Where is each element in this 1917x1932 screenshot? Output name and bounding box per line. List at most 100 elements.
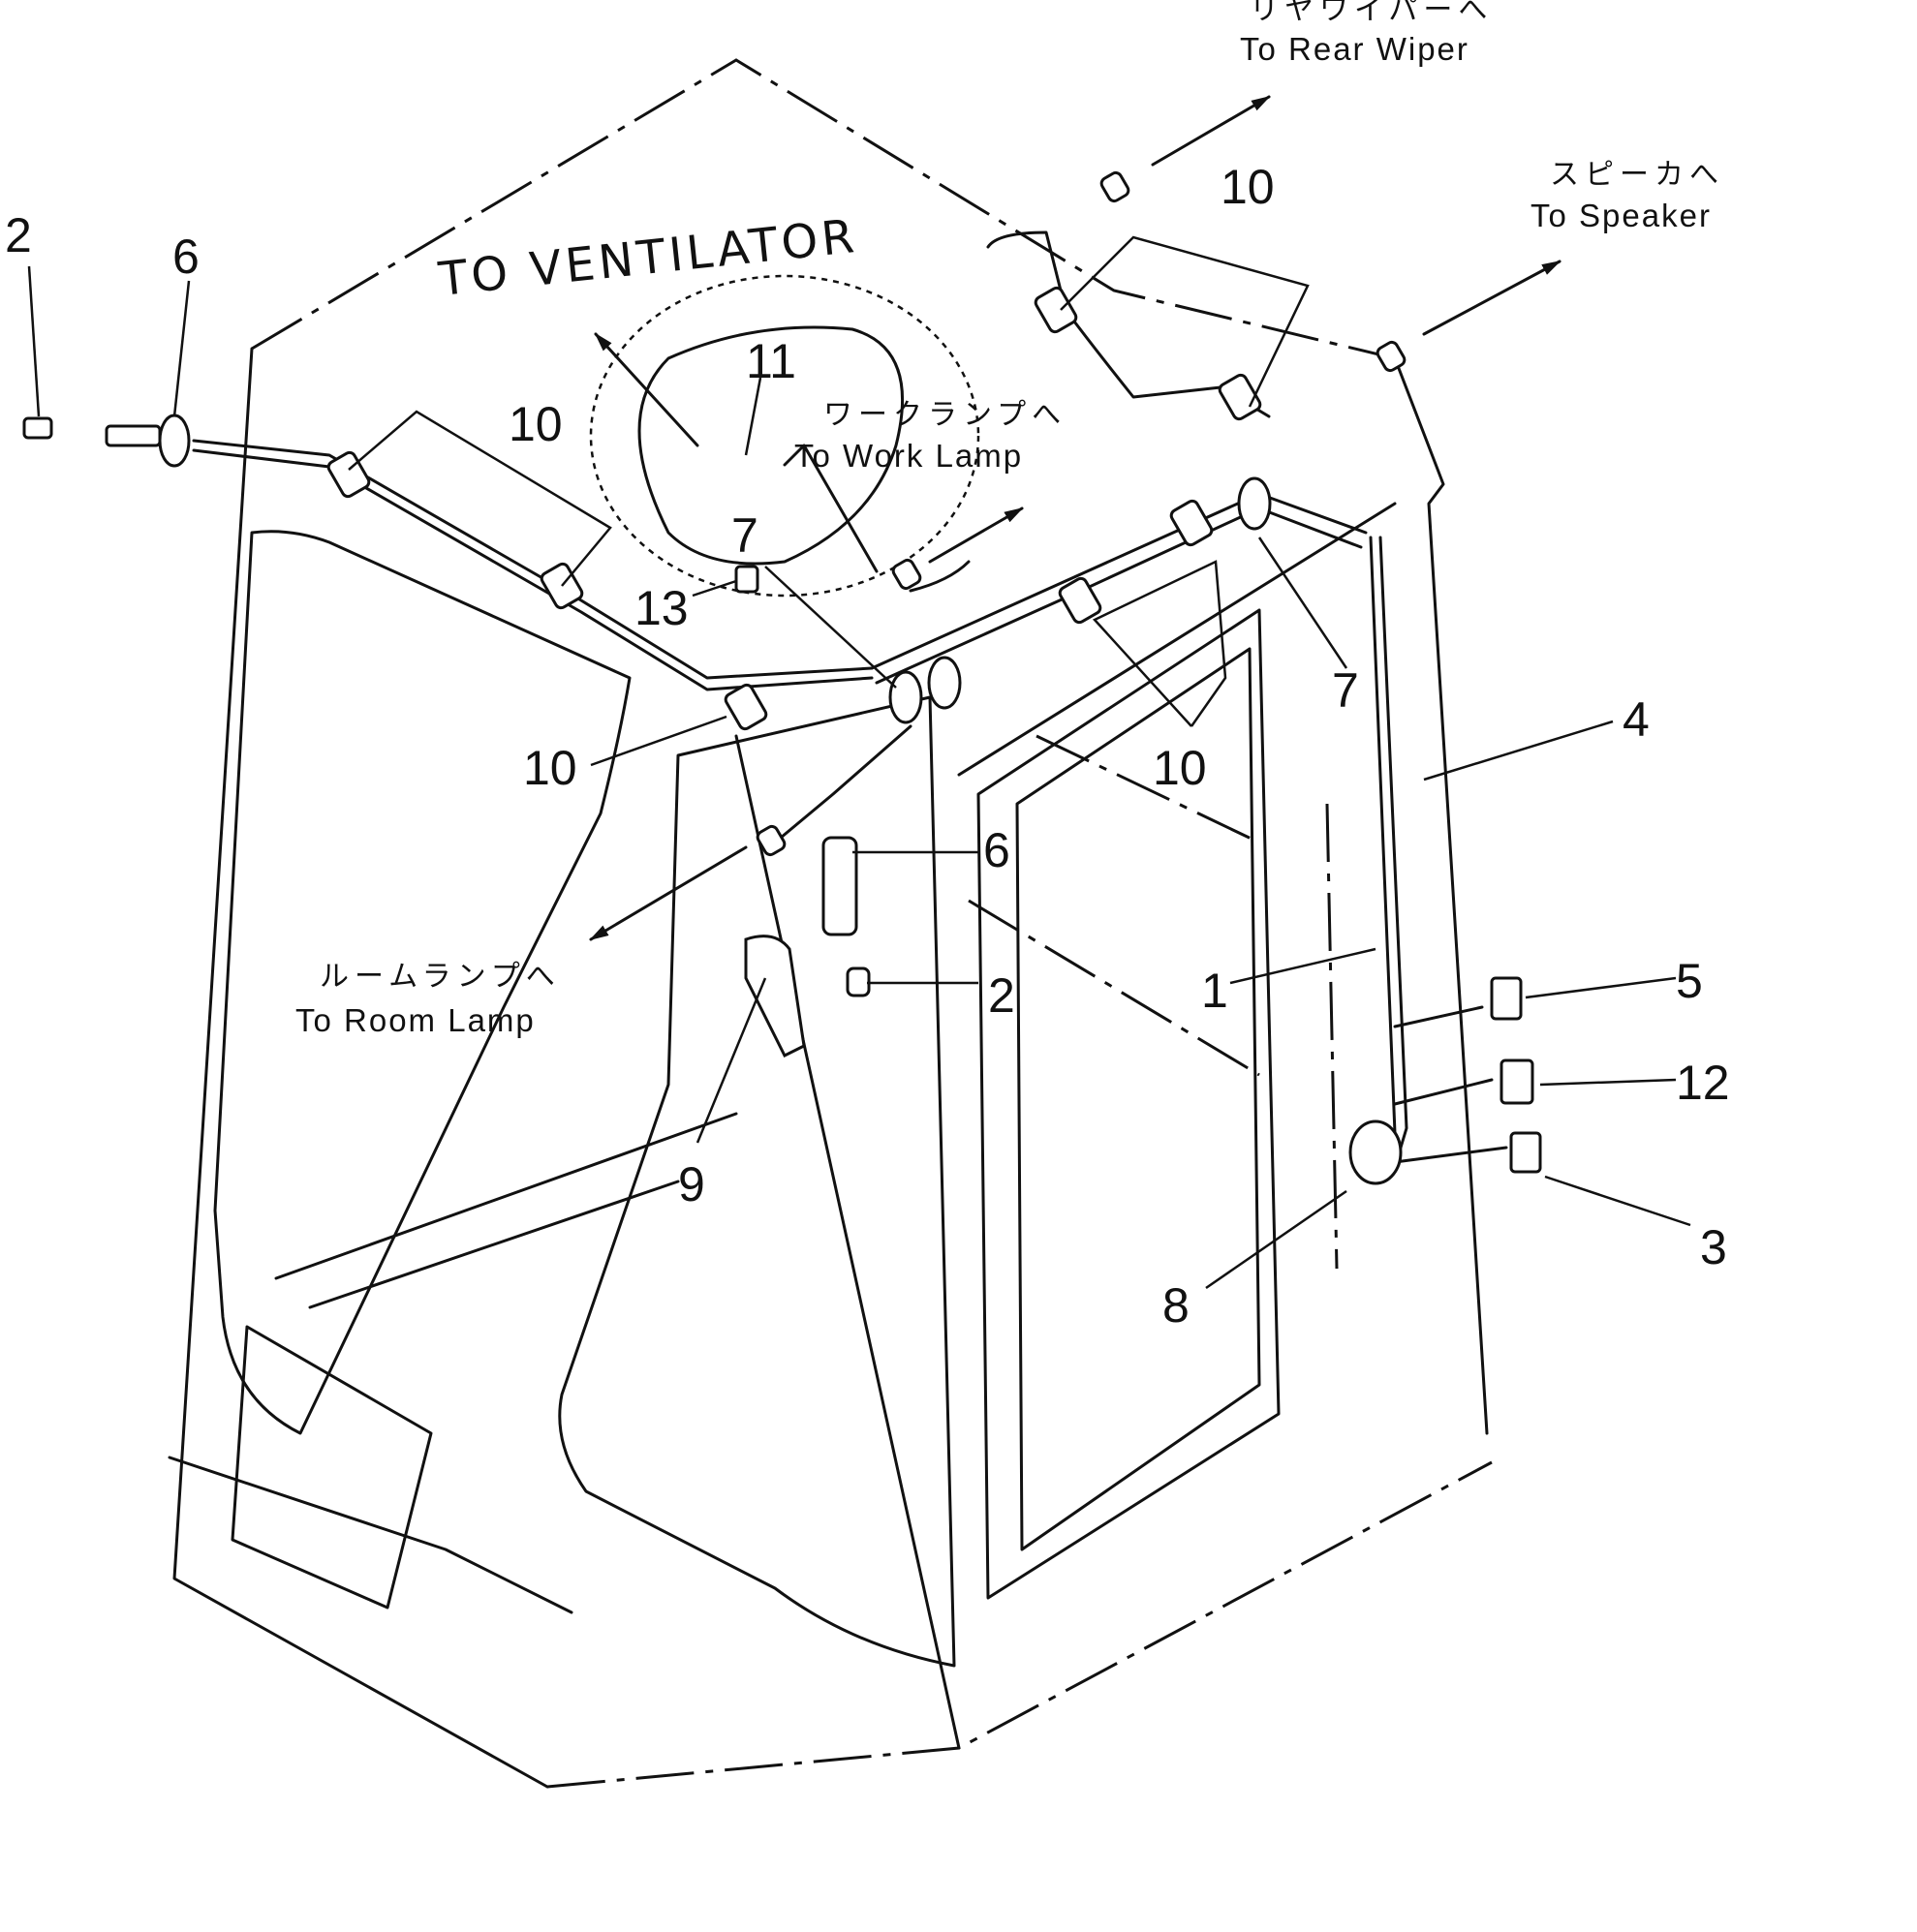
leader-2-left [27, 265, 41, 417]
part-11: 11 [746, 334, 796, 388]
part-3: 3 [1700, 1220, 1727, 1274]
leader-11 [744, 377, 762, 456]
ventilator-label: TO VENTILATOR [435, 209, 860, 307]
clip-center [1058, 576, 1102, 625]
arrow-speaker [1422, 260, 1561, 336]
part-1: 1 [1201, 964, 1228, 1018]
leader-10-center-right [1092, 560, 1227, 727]
harness-main-top [870, 492, 1368, 670]
connector-part-5 [1490, 976, 1523, 1021]
harness-work-lamp-branch [783, 444, 971, 593]
clips [158, 286, 1403, 1185]
cab-top-right-rail [957, 502, 1397, 777]
harness-right-down [1369, 536, 1397, 1164]
leader-12 [1539, 1078, 1677, 1087]
connector-speaker [1376, 340, 1407, 373]
clip-rear-right [1218, 373, 1262, 421]
part-4: 4 [1623, 692, 1650, 747]
cross-member [274, 1112, 738, 1309]
leader-9 [696, 977, 767, 1144]
leader-6-left [172, 280, 191, 417]
cab-right-edge [1393, 356, 1489, 1435]
connector-part-2-center [846, 966, 871, 997]
clip-center-right [1169, 499, 1214, 547]
leader-7-right [1257, 537, 1348, 669]
part-10-top-right: 10 [1221, 160, 1275, 214]
part-13-relay [734, 565, 759, 594]
part-2-left: 2 [5, 208, 32, 262]
connector-left-plug [105, 424, 162, 447]
leader-lines [27, 235, 1691, 1290]
part-number-callouts: 2 6 10 11 7 13 10 6 2 9 10 7 10 4 1 5 12… [5, 160, 1730, 1333]
connector-part-6-center [821, 836, 858, 936]
connector-left-end [22, 416, 53, 440]
ventilator-bolt-ring [589, 274, 980, 598]
part-13: 13 [634, 581, 689, 635]
part-7-right: 7 [1332, 663, 1359, 718]
part-6-left: 6 [172, 230, 200, 284]
rear-wiper-label-jp: リヤワイパーへ [1250, 0, 1493, 27]
part-10-left-top: 10 [509, 397, 563, 451]
destination-labels: リヤワイパーへ To Rear Wiper スピーカへ To Speaker ワ… [295, 0, 1724, 1038]
harness-left-branch-b [192, 448, 874, 691]
grommet-center [888, 670, 923, 724]
speaker-label-jp: スピーカへ [1550, 158, 1724, 192]
harness-room-lamp-branch [773, 724, 912, 844]
part-5: 5 [1676, 954, 1703, 1008]
cab-left-edge [172, 347, 549, 1789]
leader-4 [1423, 720, 1614, 782]
grommet-lower-right [1348, 1119, 1403, 1185]
destination-arrows [589, 95, 1561, 941]
leader-5 [1525, 976, 1677, 999]
connector-rear-wiper [1099, 170, 1130, 203]
leader-10-center-left [590, 715, 727, 767]
bracket-part-9 [744, 935, 806, 1058]
part-8: 8 [1162, 1278, 1190, 1333]
harness-left-branch [192, 439, 874, 680]
cab-bottom-edge [546, 1460, 1493, 1789]
room-lamp-label-jp: ルームランプへ [320, 960, 561, 994]
clip-center-left [724, 683, 768, 731]
work-lamp-label-en: To Work Lamp [794, 438, 1023, 474]
cab-floor-line [168, 1456, 573, 1614]
leader-3 [1544, 1175, 1691, 1227]
door-window-frame [558, 695, 956, 1668]
connector-work-lamp [891, 558, 922, 591]
part-10-center-left: 10 [523, 741, 577, 795]
arrow-rear-wiper [1151, 95, 1271, 167]
part-9: 9 [678, 1157, 705, 1211]
clip-left-top [326, 450, 371, 499]
cab-roof-edge [251, 58, 1396, 360]
front-window-frame [213, 530, 632, 1435]
work-lamp-label-jp: ワークランプへ [823, 398, 1067, 432]
leader-1 [1229, 947, 1376, 985]
grommet-left [158, 414, 191, 468]
leader-8 [1205, 1189, 1347, 1290]
harness-main-top-b [875, 506, 1363, 685]
ventilator-opening [637, 325, 904, 566]
ventilator-arrow-line [594, 332, 699, 447]
part-12: 12 [1676, 1056, 1730, 1110]
rear-window-inner [1015, 647, 1261, 1551]
rear-window-frame [976, 608, 1281, 1600]
connector-part-12 [1500, 1058, 1534, 1105]
rear-wiper-label-en: To Rear Wiper [1240, 31, 1469, 67]
room-lamp-label-en: To Room Lamp [295, 1002, 536, 1038]
grommet-right [1237, 476, 1272, 531]
leader-7-center [764, 566, 897, 689]
part-7-center: 7 [731, 508, 758, 563]
part-2-center: 2 [988, 968, 1015, 1023]
leader-10-left-top [348, 410, 612, 587]
part-6-center: 6 [983, 823, 1010, 877]
ventilator [589, 274, 980, 598]
harness-lower-branches [1393, 1005, 1508, 1164]
connector-room-lamp [756, 824, 787, 857]
leader-10-top-right [1060, 235, 1310, 408]
cab-outline [168, 58, 1493, 1789]
connector-part-3 [1509, 1131, 1542, 1174]
leader-13 [692, 579, 737, 598]
clip-rear-left [1034, 286, 1078, 334]
lower-panel [231, 1325, 433, 1610]
inner-dash-lines [968, 734, 1339, 1270]
